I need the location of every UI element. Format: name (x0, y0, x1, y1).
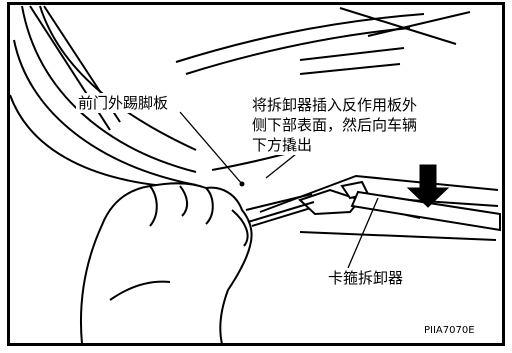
instruction-line-2: 侧下部表面，然后向车辆 (252, 116, 418, 134)
down-arrow-icon (406, 164, 450, 208)
leader-lines (179, 111, 379, 269)
body-panel-lines (175, 7, 471, 75)
instruction-label: 将拆卸器插入反作用板外 侧下部表面，然后向车辆 下方撬出 (252, 95, 418, 155)
pry-bar (245, 193, 315, 223)
instruction-line-3: 下方撬出 (252, 136, 313, 154)
leader-dot (239, 181, 245, 187)
instruction-line-1: 将拆卸器插入反作用板外 (252, 96, 418, 114)
door-curves (9, 5, 197, 189)
figure-code: PIIA7070E (424, 325, 475, 336)
hand (79, 182, 253, 345)
clip-remover-label: 卡箍拆卸器 (326, 268, 406, 288)
sill-plate-label: 前门外踢脚板 (76, 93, 171, 113)
clip-remover-tool (298, 180, 501, 232)
